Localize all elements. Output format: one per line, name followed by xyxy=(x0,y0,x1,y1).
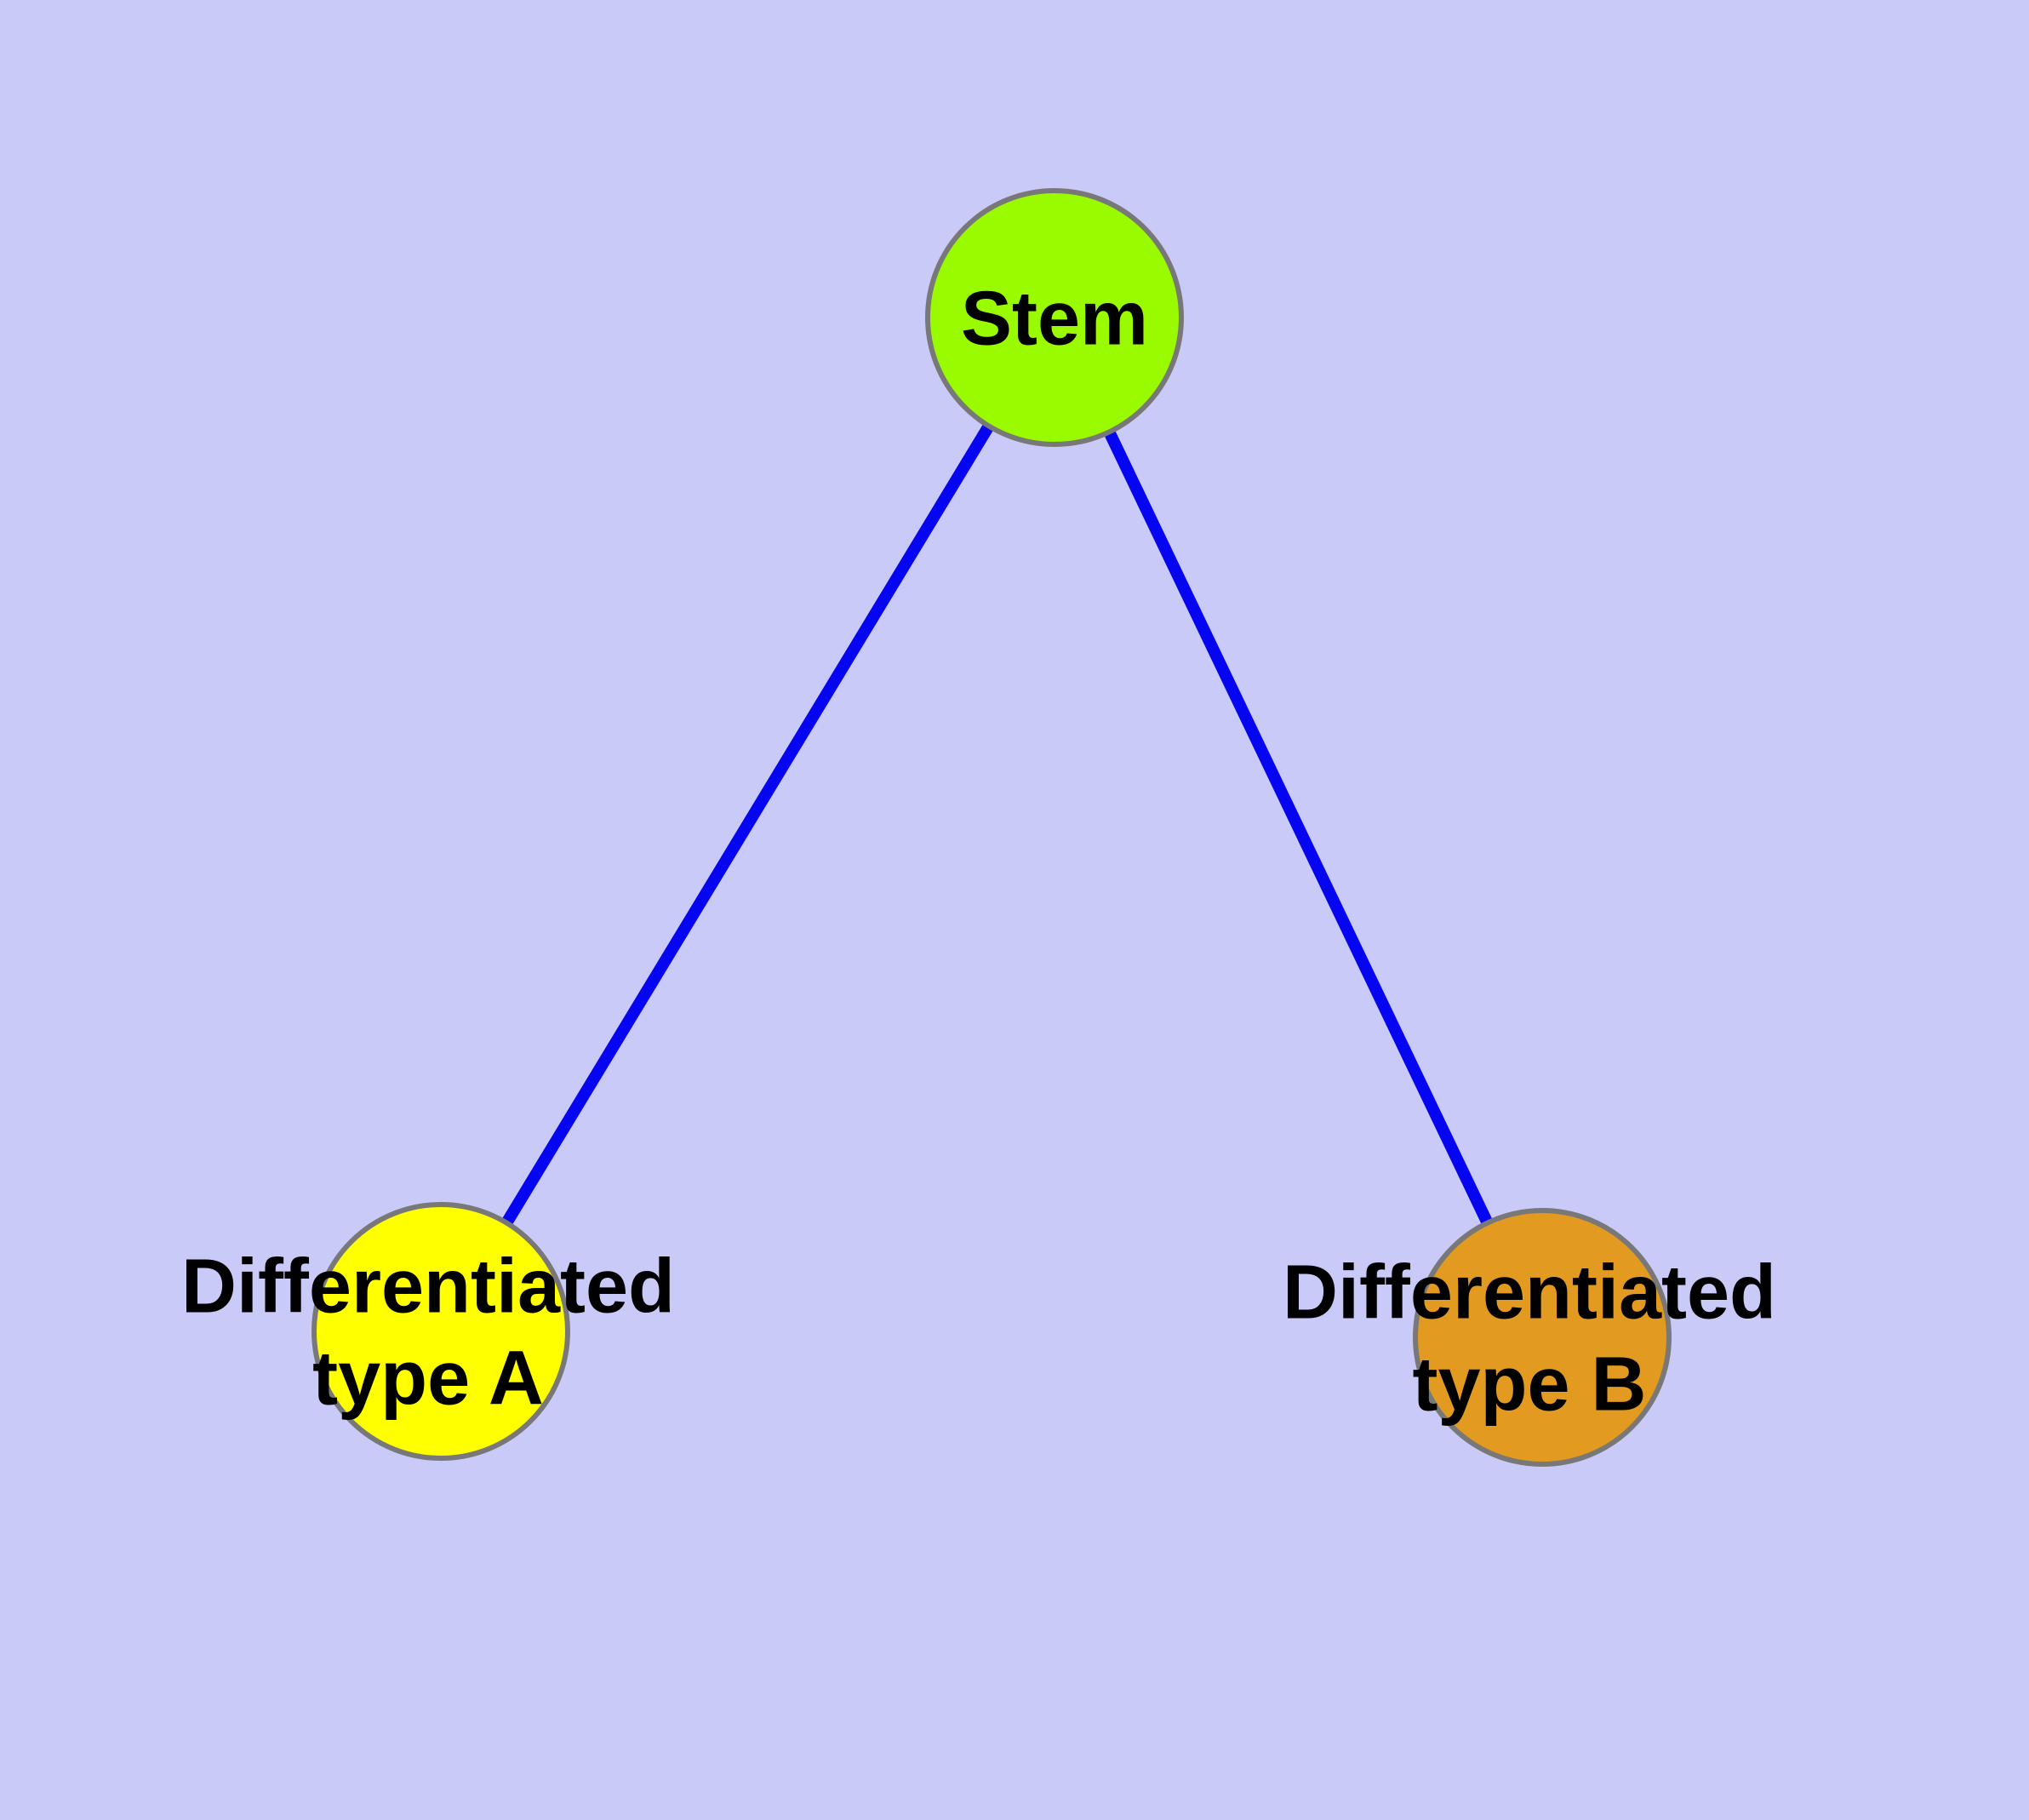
node-stem xyxy=(925,188,1184,447)
edges-layer xyxy=(436,314,1548,1341)
node-label-stem: Stem xyxy=(961,277,1148,362)
node-differentiated-type-b xyxy=(1413,1208,1672,1467)
edge-stem-differentiated-type-a xyxy=(436,314,1060,1335)
nodes-layer xyxy=(311,188,1672,1467)
node-differentiated-type-a xyxy=(311,1202,570,1461)
edge-stem-differentiated-type-b xyxy=(1049,314,1548,1341)
